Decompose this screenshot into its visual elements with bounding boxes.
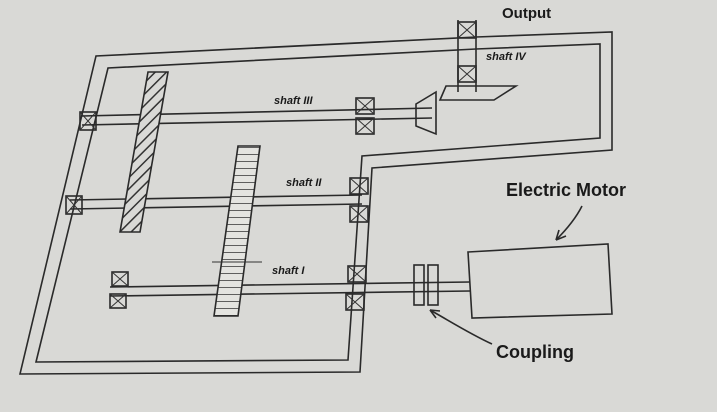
coupling-arrow: [429, 309, 493, 345]
large-gear-hatched: [119, 71, 169, 233]
coupling-label: Coupling: [496, 342, 574, 362]
shaft-i-label: shaft I: [272, 265, 305, 277]
electric-motor-box: [467, 243, 613, 319]
electric-motor-label: Electric Motor: [506, 180, 626, 200]
bearing-shaft-iv: [457, 21, 477, 83]
shaft-iii-label: shaft III: [274, 95, 313, 107]
shaft-ii-line: [69, 194, 363, 210]
bearing-left-wall: [65, 111, 129, 309]
bevel-gear-horizontal: [438, 85, 519, 101]
shaft-i-line: [109, 281, 471, 297]
bearing-shaft-iii: [355, 97, 375, 135]
motor-arrow: [555, 205, 583, 241]
output-label: Output: [502, 5, 551, 22]
shaft-iv-label: shaft IV: [486, 51, 527, 63]
bearing-right-wall: [345, 177, 369, 311]
coupling: [413, 264, 439, 306]
shaft-ii-label: shaft II: [286, 177, 322, 189]
bevel-gear-vertical: [415, 90, 437, 136]
tall-toothed-gear: [212, 145, 262, 317]
